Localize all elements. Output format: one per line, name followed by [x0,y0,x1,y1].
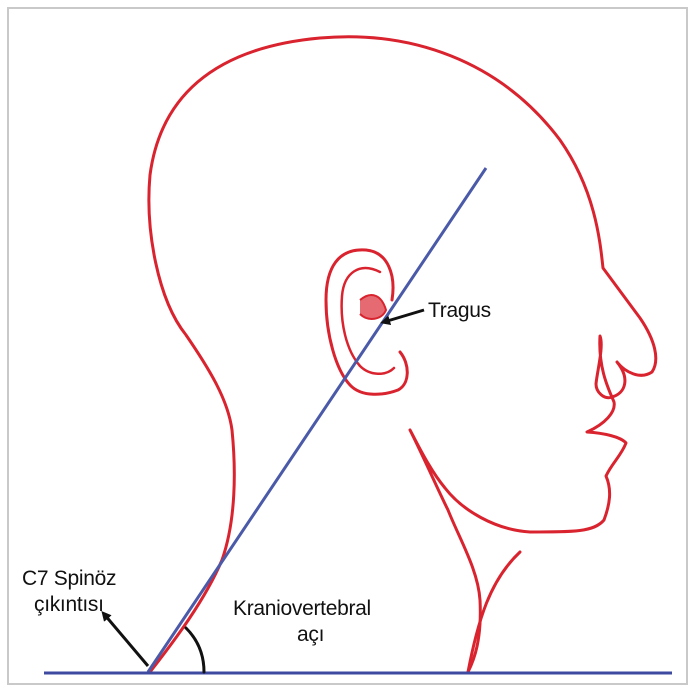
craniovertebral-angle-label: Kraniovertebral açı [233,596,371,648]
c7-label-line2: çıkıntısı [22,592,116,618]
angle-arc [186,628,204,672]
c7-label-line1: C7 Spinöz [22,566,116,592]
angle-label-line2: açı [233,622,371,648]
angle-label-line1: Kraniovertebral [233,596,371,622]
tragus-label: Tragus [428,298,491,324]
ear-outline [326,250,407,394]
ear-tragus-detail [360,295,386,319]
c7-spinous-process-label: C7 Spinöz çıkıntısı [22,566,116,618]
c7-pointer-arrow [104,614,148,666]
